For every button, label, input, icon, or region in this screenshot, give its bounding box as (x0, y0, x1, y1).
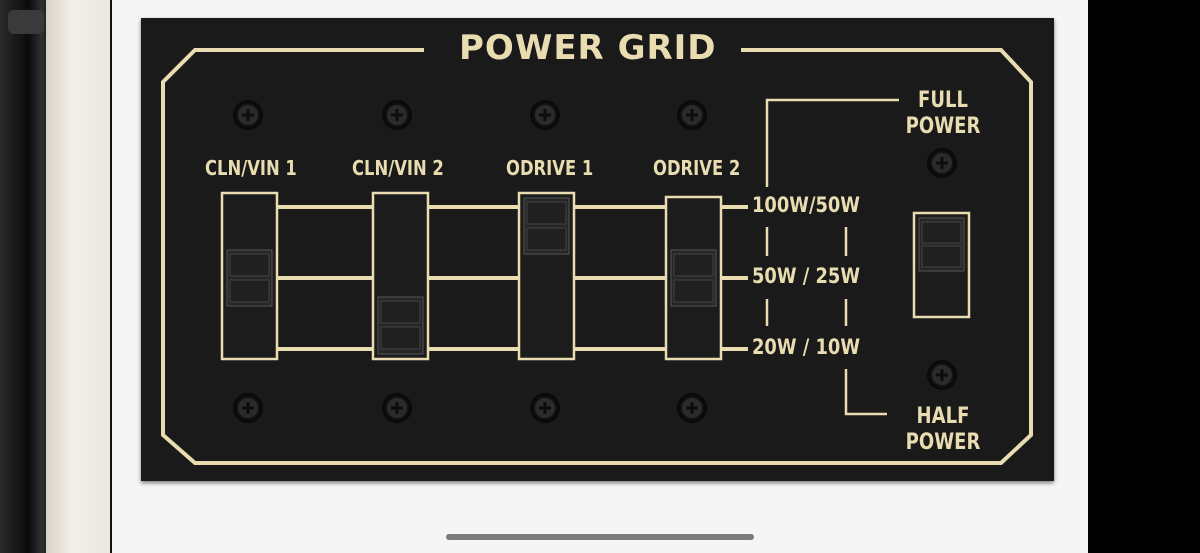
lever-cln-vin-1[interactable] (226, 249, 273, 307)
screw-icon (530, 393, 560, 423)
channel-label-cln-vin-1: CLN/VIN 1 (205, 156, 297, 180)
level-label-high: 100W/50W (752, 193, 861, 217)
full-power-label: FULL POWER (905, 88, 981, 139)
screw-icon (677, 100, 707, 130)
screw-icon (530, 100, 560, 130)
wall-edge (46, 0, 110, 553)
screw-icon (233, 100, 263, 130)
right-border (1088, 0, 1200, 553)
switch-rails (277, 205, 748, 351)
screw-icon (382, 100, 412, 130)
screw-icon (382, 393, 412, 423)
lever-cln-vin-2[interactable] (377, 296, 424, 355)
home-indicator[interactable] (446, 534, 754, 540)
screw-icon (233, 393, 263, 423)
channel-label-cln-vin-2: CLN/VIN 2 (352, 156, 444, 180)
amp-photo-strip (0, 0, 112, 553)
amp-cabinet-edge (0, 0, 52, 553)
panel-graphics (161, 48, 1033, 465)
level-brackets (765, 98, 899, 416)
level-label-mid: 50W / 25W (752, 264, 861, 288)
screw-icon (677, 393, 707, 423)
switch-levers[interactable] (226, 197, 965, 355)
panel-border (161, 48, 1033, 465)
power-grid-panel: POWER GRID CLN/VIN 1 CLN/VIN 2 ODRIVE 1 … (141, 18, 1054, 481)
lever-odrive-2[interactable] (670, 249, 717, 307)
channel-label-odrive-2: ODRIVE 2 (653, 156, 741, 180)
lever-odrive-1[interactable] (523, 197, 570, 255)
panel-title: POWER GRID (459, 28, 717, 68)
channel-label-odrive-1: ODRIVE 1 (506, 156, 594, 180)
lever-master-power[interactable] (918, 217, 965, 272)
screw-icon (927, 360, 957, 390)
screw-icon (927, 148, 957, 178)
level-label-low: 20W / 10W (752, 335, 861, 359)
screws (233, 100, 957, 423)
half-power-label: HALF POWER (905, 404, 981, 455)
